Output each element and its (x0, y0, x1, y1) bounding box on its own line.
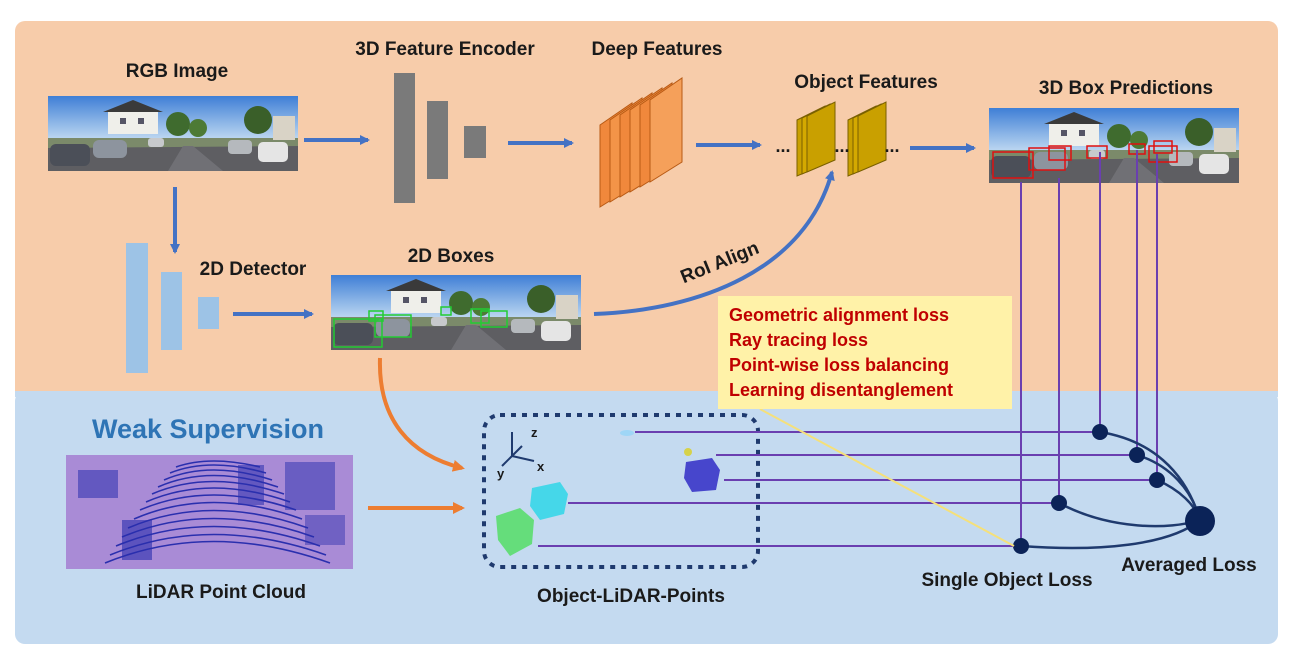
boxes-2d-label: 2D Boxes (408, 246, 495, 267)
object-feature-cubes (796, 101, 887, 177)
street-photo-icon (48, 96, 298, 171)
averaged-loss-label: Averaged Loss (1121, 555, 1257, 576)
lidar-scan-icon (66, 455, 353, 569)
rgb-image-label: RGB Image (126, 61, 228, 82)
loss-nodes (1013, 424, 1215, 554)
detector-label: 2D Detector (200, 259, 307, 280)
deep-features-label: Deep Features (592, 39, 723, 60)
lidar-label: LiDAR Point Cloud (136, 582, 306, 603)
flow-arrows (170, 135, 976, 319)
loss-node (1092, 424, 1108, 440)
ellipsis-left: ... (775, 136, 790, 156)
street-photo-green-boxes-icon (331, 275, 581, 350)
object-lidar-points-box (482, 413, 760, 569)
averaged-loss-node (1185, 506, 1215, 536)
loss-callout-text: Geometric alignment loss Ray tracing los… (729, 305, 953, 400)
object-features-label: Object Features (794, 72, 938, 93)
loss-item: Geometric alignment loss (729, 305, 949, 325)
object-point-clusters (496, 430, 720, 556)
loss-item: Learning disentanglement (729, 380, 953, 400)
deep-feature-stack (599, 77, 683, 208)
object-lidar-points-label: Object-LiDAR-Points (537, 586, 725, 607)
supervision-arrows (368, 357, 465, 514)
detector-block (126, 243, 219, 373)
street-photo-red-boxes-icon (989, 108, 1239, 183)
box-predictions-label: 3D Box Predictions (1039, 78, 1213, 99)
loss-node (1149, 472, 1165, 488)
callout-pointer (759, 408, 1015, 547)
ellipsis-right: ... (884, 136, 899, 156)
loss-connections (538, 150, 1158, 547)
axis-x-label: x (537, 459, 545, 474)
loss-node (1051, 495, 1067, 511)
loss-item: Point-wise loss balancing (729, 355, 949, 375)
axes-icon (501, 432, 535, 467)
loss-node (1129, 447, 1145, 463)
axis-y-label: y (497, 466, 505, 481)
weak-supervision-title: Weak Supervision (92, 414, 324, 444)
loss-callout-box (718, 296, 1012, 409)
axis-z-label: z (531, 425, 538, 440)
single-object-loss-label: Single Object Loss (921, 570, 1092, 591)
ellipsis-mid: ... (834, 136, 849, 156)
single-object-loss-node (1013, 538, 1029, 554)
feature-encoder-label: 3D Feature Encoder (355, 39, 535, 60)
encoder-block (394, 73, 486, 203)
loss-item: Ray tracing loss (729, 330, 868, 350)
